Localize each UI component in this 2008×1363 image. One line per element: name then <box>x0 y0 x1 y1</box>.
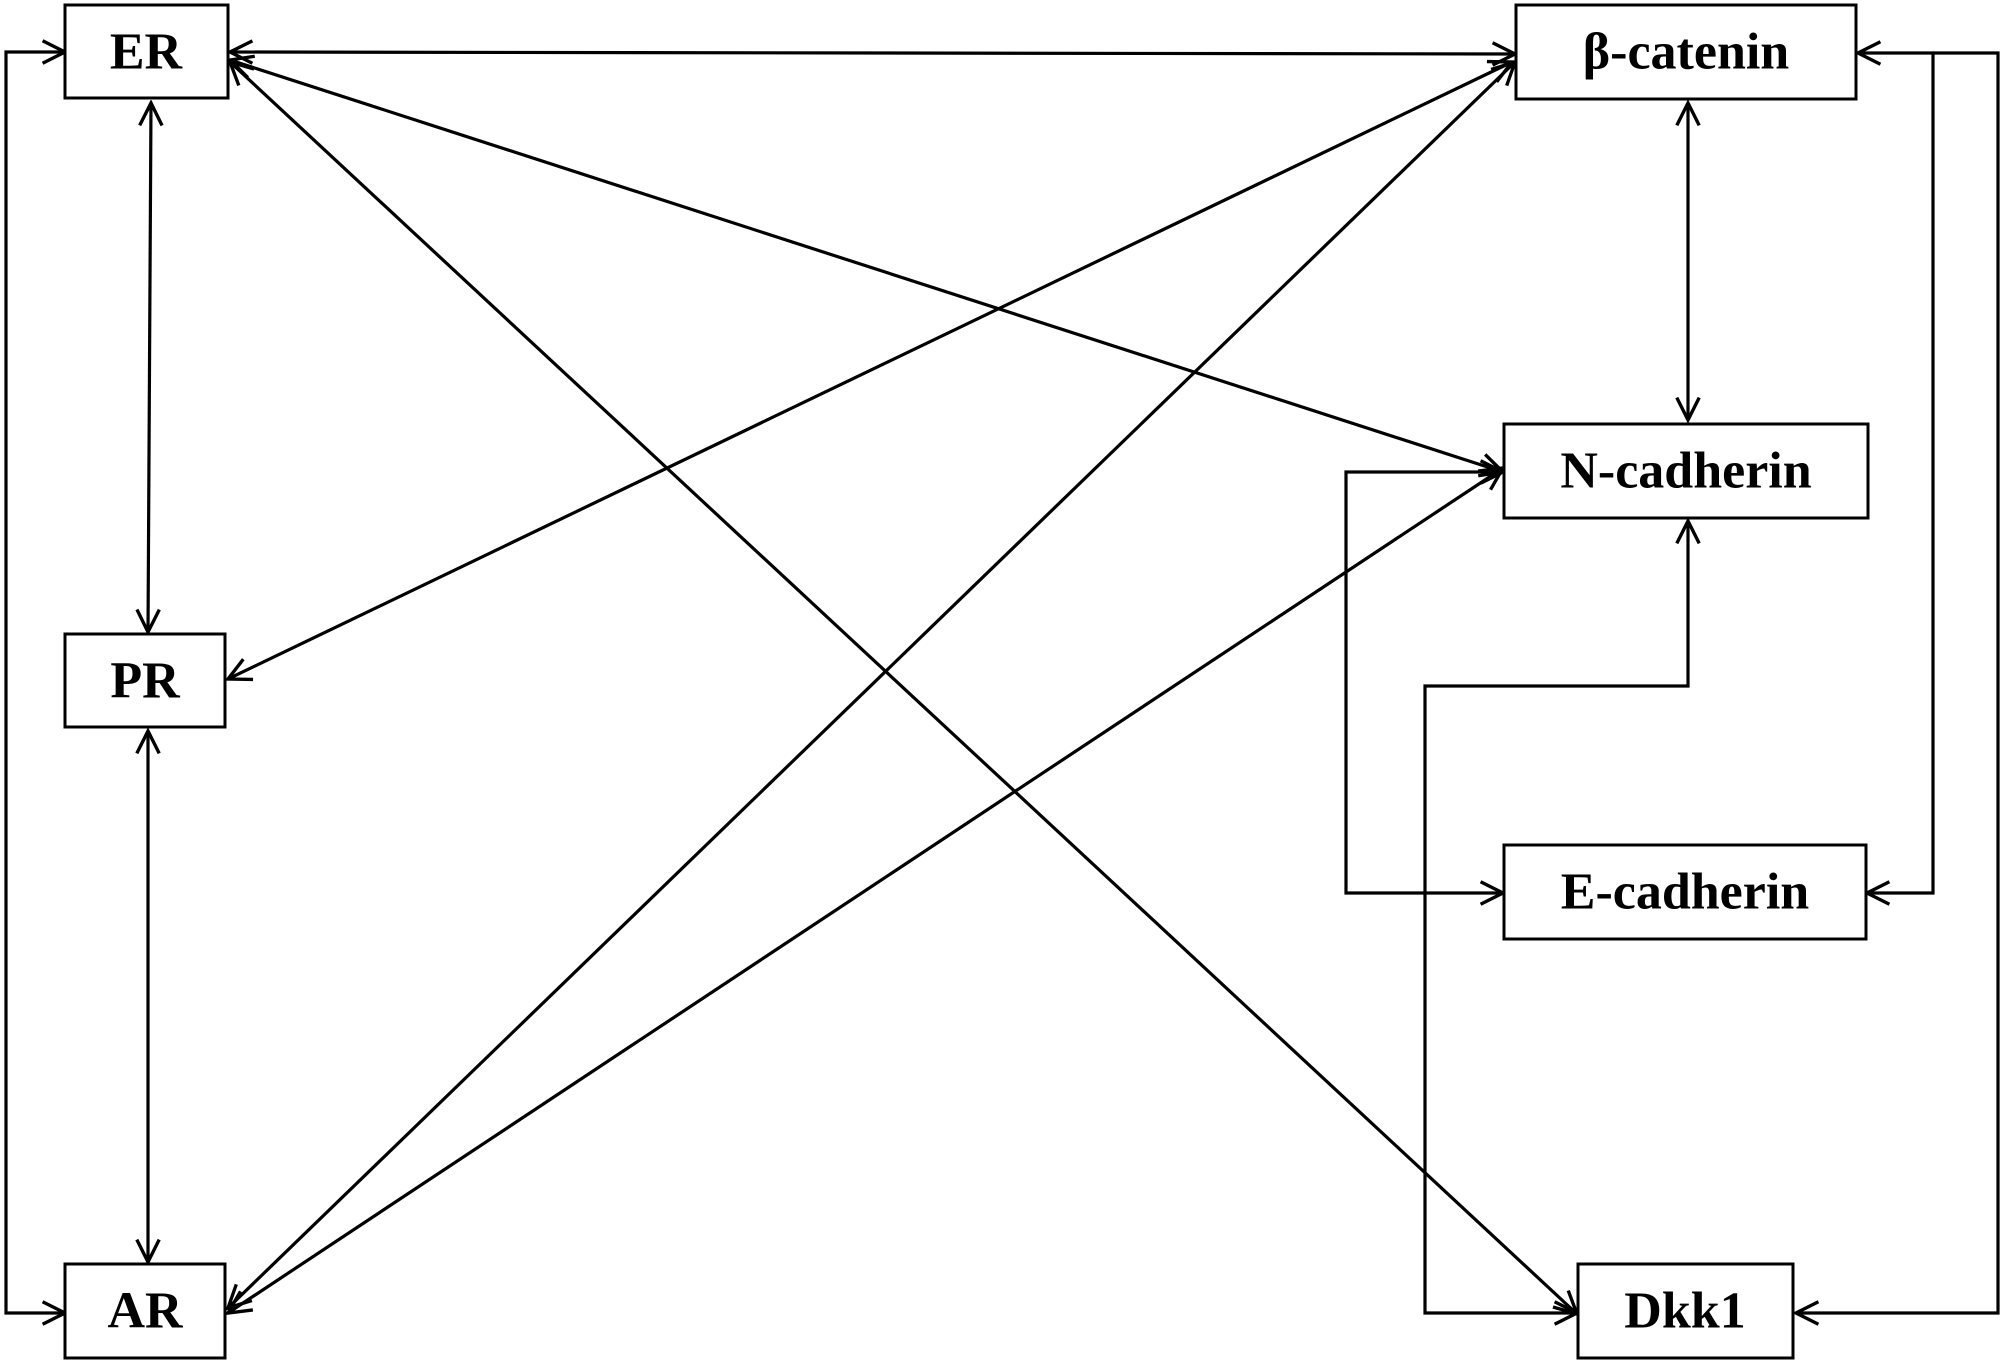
node-ar: AR <box>63 1262 227 1360</box>
node-label-ar: AR <box>107 1283 184 1340</box>
edge-n-cadherin-dkk1 <box>1423 521 1688 1313</box>
edge-pr-beta-catenin <box>228 62 1512 679</box>
node-label-pr: PR <box>110 653 181 710</box>
edge-er-n-cadherin <box>230 60 1503 472</box>
node-label-beta-catenin: β-catenin <box>1583 24 1790 81</box>
edges <box>4 51 2000 1314</box>
edge-er-pr <box>148 103 151 632</box>
node-e-cadherin: E-cadherin <box>1502 843 1868 941</box>
node-dkk1: Dkk1 <box>1576 1262 1795 1360</box>
edge-ar-beta-catenin <box>228 62 1515 1308</box>
node-label-e-cadherin: E-cadherin <box>1561 864 1810 921</box>
node-n-cadherin: N-cadherin <box>1502 422 1870 520</box>
edge-er-ar <box>4 52 65 1313</box>
node-label-n-cadherin: N-cadherin <box>1560 443 1811 500</box>
edge-er-dkk1 <box>230 62 1577 1314</box>
edge-beta-catenin-e-cadherin <box>1858 53 1935 893</box>
edge-er-beta-catenin <box>230 52 1515 54</box>
node-pr: PR <box>63 632 227 729</box>
node-er: ER <box>63 3 230 100</box>
node-label-dkk1: Dkk1 <box>1624 1283 1745 1340</box>
edge-ar-n-cadherin <box>228 468 1503 1313</box>
node-label-er: ER <box>110 24 184 81</box>
edge-beta-catenin-dkk1 <box>1796 51 2000 1313</box>
node-beta-catenin: β-catenin <box>1514 3 1858 101</box>
